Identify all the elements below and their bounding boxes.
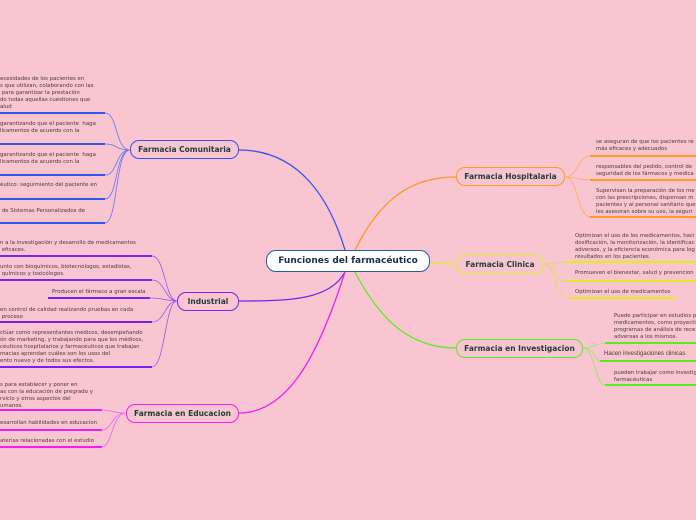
node-farmacia-comunitaria[interactable]: Farmacia Comunitaria	[130, 140, 239, 159]
node-farmacia-educacion[interactable]: Farmacia en Educacion	[126, 404, 239, 423]
node-farmacia-clinica[interactable]: Farmacia Clinica	[456, 255, 544, 274]
leaf-industrial-2[interactable]: unto con bioquímicos, biotecnólogos, est…	[0, 264, 132, 277]
leaf-comunitaria-4[interactable]: éutico: seguimiento del paciente en	[0, 182, 97, 188]
central-topic[interactable]: Funciones del farmacéutico	[266, 250, 430, 272]
leaf-hospitalaria-2[interactable]: responsables del pedido, control de segu…	[596, 164, 694, 177]
leaf-comunitaria-1[interactable]: ecesidades de los pacientes en s que uti…	[0, 76, 94, 110]
leaf-clinica-3[interactable]: Optimizan el uso de medicamentos	[575, 289, 671, 295]
leaf-hospitalaria-3[interactable]: Supervisan la preparación de los me con …	[596, 188, 696, 215]
leaf-educacion-3[interactable]: aterias relacionadas con el estudio	[0, 438, 95, 444]
leaf-investigacion-2[interactable]: Hacen investigaciones clinicas	[604, 351, 686, 357]
leaf-investigacion-3[interactable]: pueden trabajar como investig farmacéuti…	[614, 370, 696, 383]
leaf-investigacion-1[interactable]: Puede participar en estudios p medicamen…	[614, 313, 696, 340]
leaf-educacion-1[interactable]: s para establecer y poner en as con la e…	[0, 382, 93, 409]
leaf-educacion-2[interactable]: esarrollan habilidades en educacion	[0, 420, 98, 426]
leaf-industrial-1[interactable]: n a la investigación y desarrollo de med…	[0, 240, 136, 253]
leaf-comunitaria-5[interactable]: de Sistemas Personalizados de	[0, 208, 85, 214]
node-farmacia-investigacion[interactable]: Farmacia en Investigacion	[456, 339, 583, 358]
leaf-clinica-2[interactable]: Promueven el bienestar, salud y prevenci…	[575, 270, 694, 276]
leaf-industrial-4[interactable]: en control de calidad realizando pruebas…	[0, 307, 134, 320]
leaf-industrial-3[interactable]: Producen el fármaco a gran escala	[52, 289, 146, 295]
leaf-comunitaria-3[interactable]: garantizando que el paciente haga licame…	[0, 152, 96, 165]
leaf-clinica-1[interactable]: Optimizan el uso de los medicamentos, ha…	[575, 233, 695, 260]
node-farmacia-hospitalaria[interactable]: Farmacia Hospitalaria	[456, 167, 565, 186]
leaf-hospitalaria-1[interactable]: se aseguran de que los pacientes re más …	[596, 139, 694, 152]
leaf-comunitaria-2[interactable]: garantizando que el paciente haga licame…	[0, 121, 96, 134]
leaf-industrial-5[interactable]: ctúar como representantes médicos, desem…	[0, 330, 144, 364]
node-industrial[interactable]: Industrial	[177, 292, 239, 311]
